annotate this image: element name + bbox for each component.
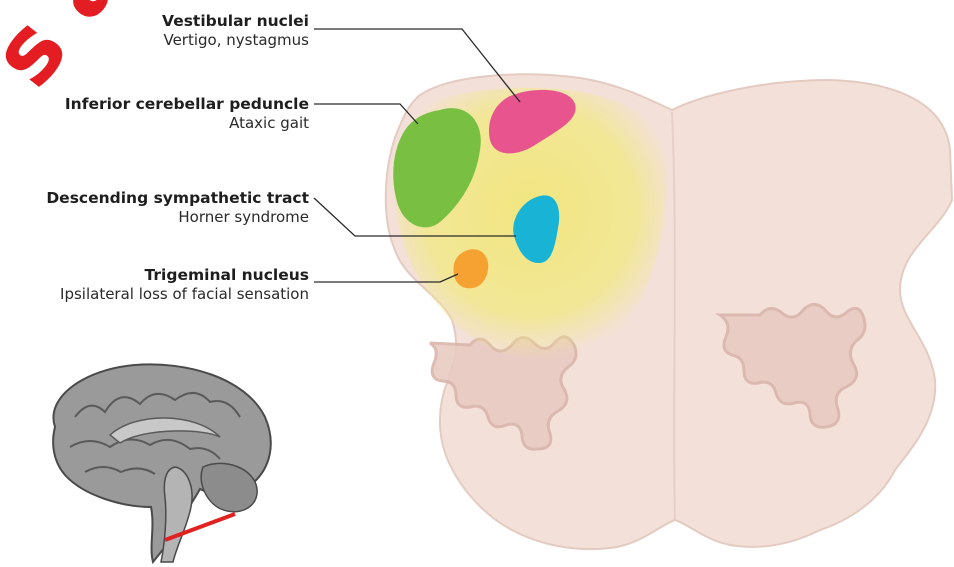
label-inferior-cerebellar-peduncle: Inferior cerebellar peduncle Ataxic gait	[65, 95, 309, 132]
brainstem	[161, 467, 192, 562]
label-title: Trigeminal nucleus	[60, 266, 309, 285]
label-subtitle: Ataxic gait	[65, 114, 309, 132]
label-title: Descending sympathetic tract	[46, 189, 309, 208]
label-subtitle: Ipsilateral loss of facial sensation	[60, 285, 309, 303]
label-descending-sympathetic-tract: Descending sympathetic tract Horner synd…	[46, 189, 309, 226]
label-vestibular-nuclei: Vestibular nuclei Vertigo, nystagmus	[162, 12, 309, 49]
label-subtitle: Horner syndrome	[46, 208, 309, 226]
label-trigeminal-nucleus: Trigeminal nucleus Ipsilateral loss of f…	[60, 266, 309, 303]
label-subtitle: Vertigo, nystagmus	[162, 31, 309, 49]
label-title: Vestibular nuclei	[162, 12, 309, 31]
label-title: Inferior cerebellar peduncle	[65, 95, 309, 114]
brain-sagittal-thumbnail	[25, 357, 285, 567]
